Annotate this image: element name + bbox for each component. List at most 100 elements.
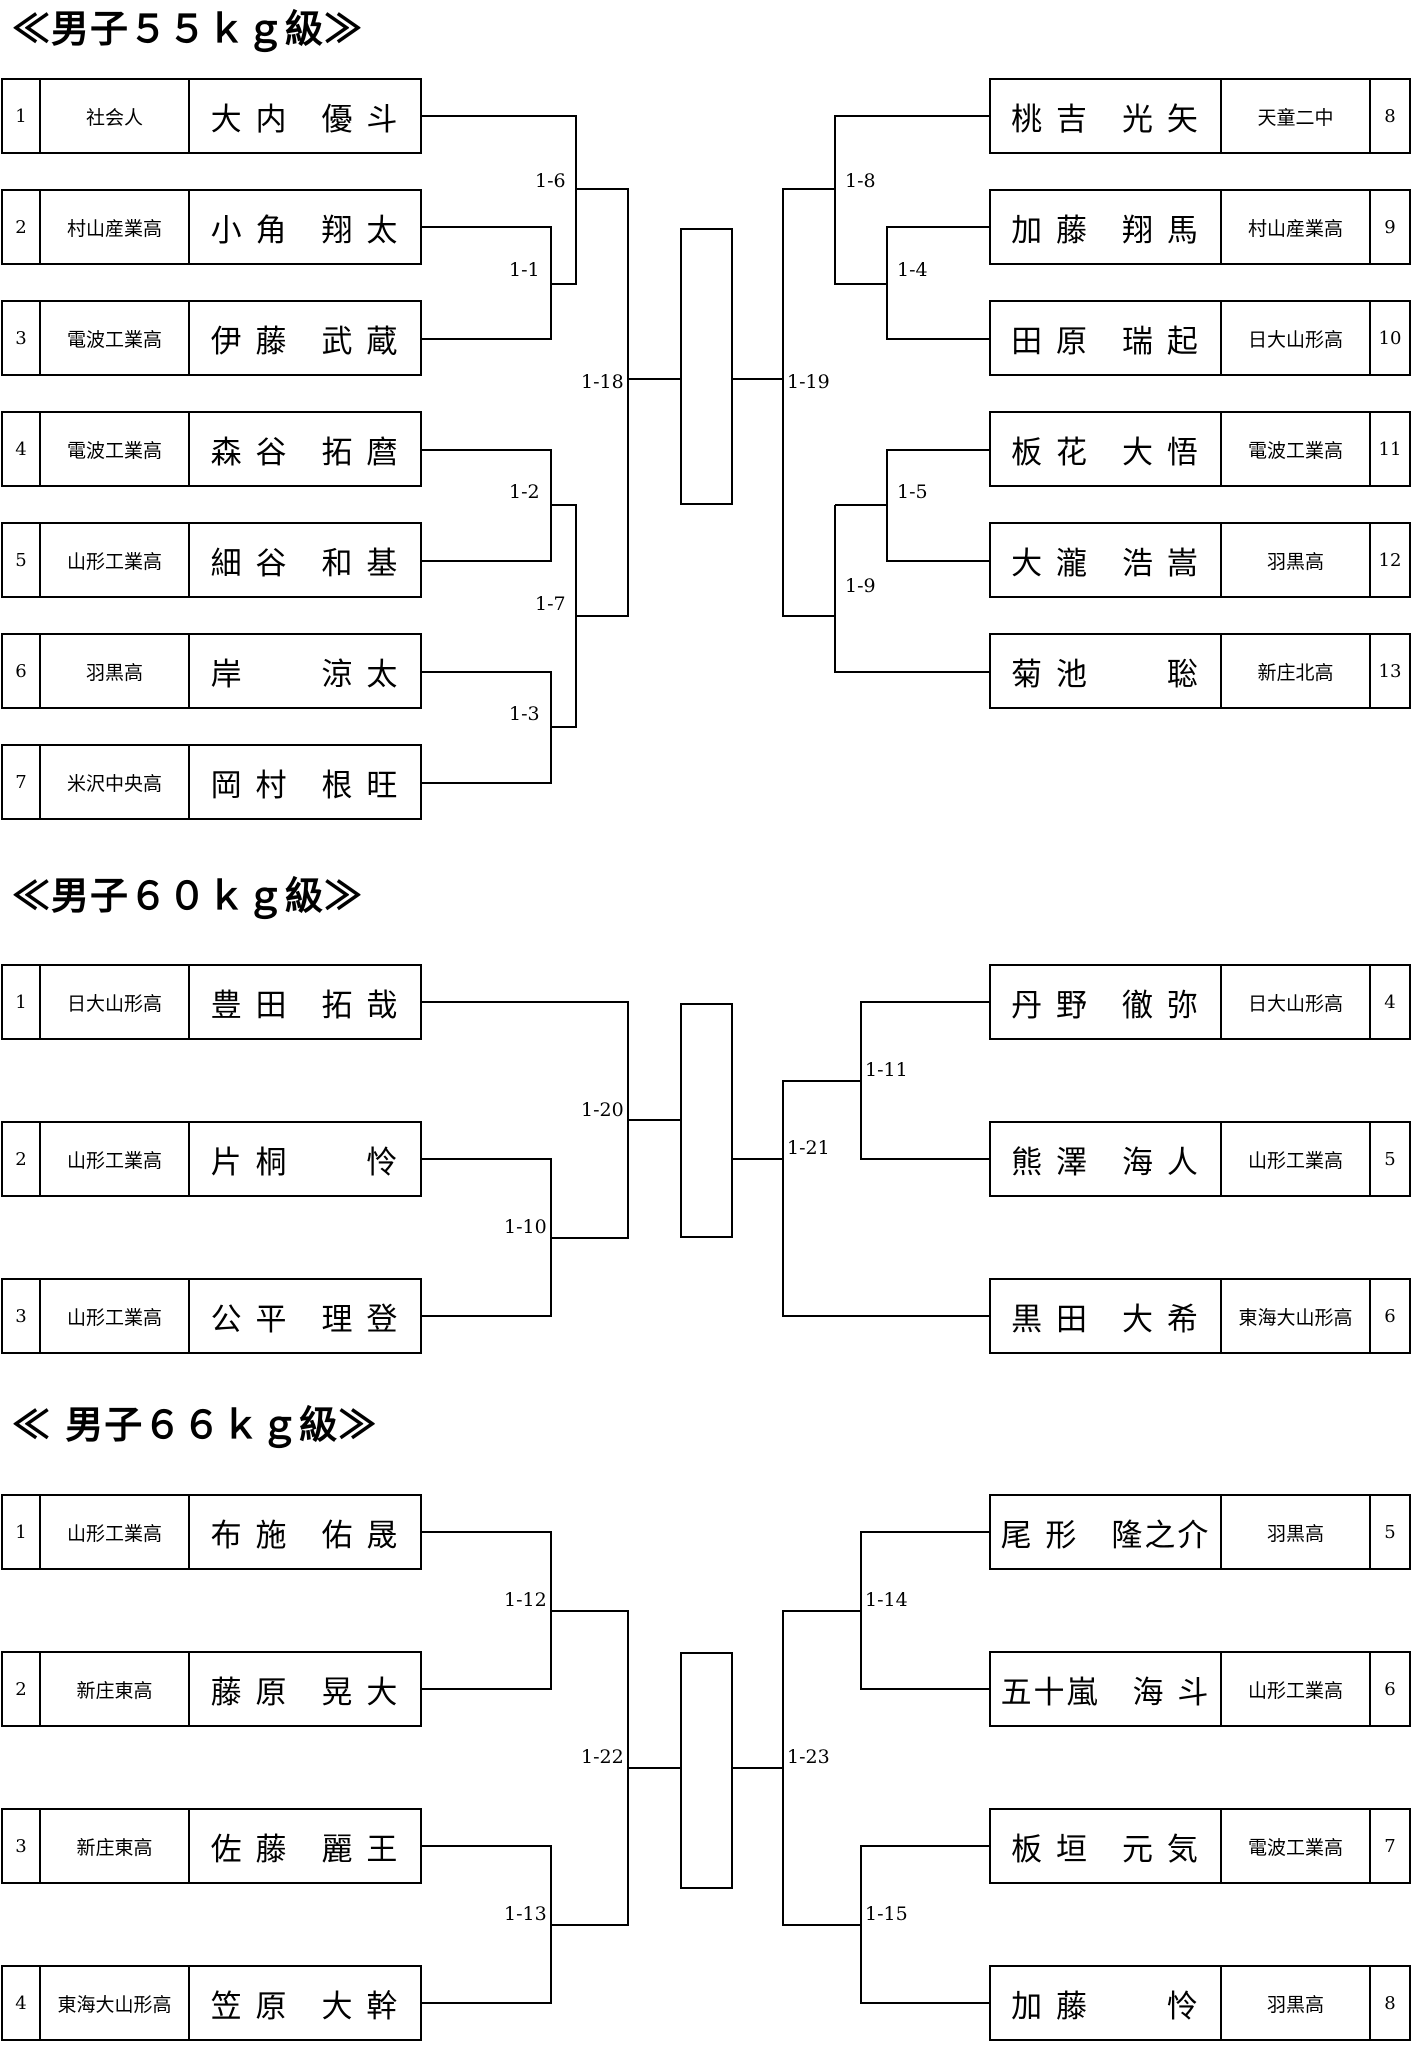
seed-number: 5	[3, 524, 41, 596]
school-name: 山形工業高	[41, 1280, 190, 1352]
seed-number: 1	[3, 966, 41, 1038]
match-label: 1-5	[896, 481, 929, 503]
athlete-name: 大 瀧 浩 嵩	[991, 524, 1222, 596]
match-label: 1-19	[786, 371, 831, 393]
school-name: 羽黒高	[41, 635, 190, 707]
entry-55kg-right: 加 藤 翔 馬村山産業高 9	[989, 189, 1411, 265]
seed-number: 4	[1384, 991, 1396, 1013]
match-label: 1-10	[503, 1216, 548, 1238]
school-name: 羽黒高	[1222, 1496, 1371, 1568]
seed-number: 7	[1384, 1835, 1396, 1857]
athlete-name: 片 桐 怜	[210, 1144, 400, 1181]
school-name: 東海大山形高	[41, 1967, 190, 2039]
seed-number: 2	[3, 1123, 41, 1195]
seed-number: 10	[1378, 327, 1402, 349]
athlete-name: 豊 田 拓 哉	[210, 987, 400, 1024]
final-winner-box-66kg	[680, 1652, 733, 1889]
school-name: 日大山形高	[41, 966, 190, 1038]
bracket-line	[834, 115, 989, 285]
school-name: 新庄北高	[1222, 635, 1371, 707]
match-label: 1-23	[786, 1746, 831, 1768]
bracket-line	[421, 671, 552, 784]
school-name: 山形工業高	[1222, 1123, 1371, 1195]
match-label: 1-4	[896, 259, 929, 281]
school-name: 山形工業高	[41, 1496, 190, 1568]
school-name: 村山産業高	[1222, 191, 1371, 263]
school-name: 電波工業高	[41, 302, 190, 374]
seed-number: 9	[1384, 216, 1396, 238]
final-winner-box-55kg	[680, 228, 733, 505]
seed-number: 4	[3, 413, 41, 485]
seed-number: 12	[1378, 549, 1402, 571]
match-label: 1-2	[508, 481, 541, 503]
match-label: 1-11	[864, 1059, 909, 1081]
match-label: 1-12	[503, 1589, 548, 1611]
athlete-name: 笠 原 大 幹	[210, 1988, 400, 2025]
athlete-name: 加 藤 翔 馬	[991, 191, 1222, 263]
athlete-name: 小 角 翔 太	[210, 212, 400, 249]
bracket-line	[421, 1158, 552, 1317]
athlete-name: 尾 形 隆之介	[991, 1496, 1222, 1568]
bracket-line	[782, 1080, 989, 1317]
school-name: 東海大山形高	[1222, 1280, 1371, 1352]
section-title-66kg: ≪ 男子６６ｋｇ級≫	[12, 1402, 378, 1447]
athlete-name: 田 原 瑞 起	[991, 302, 1222, 374]
entry-66kg-right: 尾 形 隆之介羽黒高 5	[989, 1494, 1411, 1570]
seed-number: 6	[1384, 1678, 1396, 1700]
bracket-line	[782, 188, 835, 617]
athlete-name: 佐 藤 麗 王	[210, 1831, 400, 1868]
athlete-name: 岸 涼 太	[210, 656, 400, 693]
seed-number: 5	[1384, 1521, 1396, 1543]
match-label: 1-8	[844, 170, 877, 192]
bracket-line	[576, 188, 629, 617]
match-label: 1-15	[864, 1903, 909, 1925]
athlete-name: 岡 村 根 旺	[210, 767, 400, 804]
match-label: 1-13	[503, 1903, 548, 1925]
athlete-name: 五十嵐 海 斗	[991, 1653, 1222, 1725]
match-label: 1-20	[580, 1099, 625, 1121]
match-label: 1-14	[864, 1589, 909, 1611]
bracket-line	[886, 226, 989, 340]
school-name: 新庄東高	[41, 1810, 190, 1882]
seed-number: 13	[1378, 660, 1402, 682]
athlete-name: 藤 原 晃 大	[210, 1674, 400, 1711]
athlete-name: 布 施 佑 晟	[210, 1517, 400, 1554]
seed-number: 8	[1384, 105, 1396, 127]
school-name: 米沢中央高	[41, 746, 190, 818]
seed-number: 4	[3, 1967, 41, 2039]
seed-number: 3	[3, 1810, 41, 1882]
bracket-line	[551, 504, 577, 728]
seed-number: 6	[1384, 1305, 1396, 1327]
athlete-name: 加 藤 怜	[991, 1967, 1222, 2039]
match-label: 1-1	[508, 259, 541, 281]
seed-number: 7	[3, 746, 41, 818]
seed-number: 1	[3, 80, 41, 152]
athlete-name: 板 花 大 悟	[991, 413, 1222, 485]
section-title-55kg: ≪男子５５ｋｇ級≫	[12, 6, 364, 51]
athlete-name: 桃 吉 光 矢	[991, 80, 1222, 152]
seed-number: 8	[1384, 1992, 1396, 2014]
match-label: 1-18	[580, 371, 625, 393]
school-name: 山形工業高	[41, 1123, 190, 1195]
